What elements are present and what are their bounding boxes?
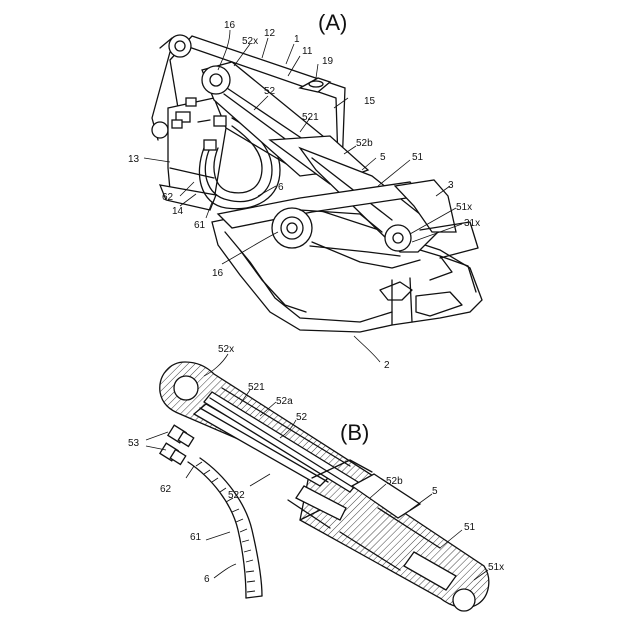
label-b-52a: 52a — [276, 396, 293, 407]
figure-b-label: (B) — [340, 420, 369, 445]
label-b-51: 51 — [464, 522, 476, 533]
label-a-14: 14 — [172, 206, 184, 217]
label-a-51x: 51x — [456, 202, 472, 213]
figure-a-label: (A) — [318, 10, 347, 35]
label-b-53: 53 — [128, 438, 140, 449]
label-b-52: 52 — [296, 412, 308, 423]
label-b-62: 62 — [160, 484, 172, 495]
label-a-52x: 52x — [242, 36, 258, 47]
figure-a: (A) — [128, 10, 482, 371]
label-b-51x: 51x — [488, 562, 504, 573]
label-a-52b: 52b — [356, 138, 373, 149]
label-a-2: 2 — [384, 360, 390, 371]
label-a-11: 11 — [302, 46, 313, 57]
label-a-521: 521 — [302, 112, 319, 123]
label-b-52x: 52x — [218, 344, 234, 355]
label-b-5: 5 — [432, 486, 438, 497]
label-a-15: 15 — [364, 96, 376, 107]
figure-b: (B) — [128, 344, 504, 611]
label-a-13: 13 — [128, 154, 140, 165]
label-a-52: 52 — [264, 86, 276, 97]
label-b-6: 6 — [204, 574, 210, 585]
label-a-62: 62 — [162, 192, 174, 203]
label-a-61: 61 — [194, 220, 206, 231]
label-a-12: 12 — [264, 28, 276, 39]
hose-6-b — [188, 458, 262, 598]
label-a-51: 51 — [412, 152, 424, 163]
label-a-31x: 31x — [464, 218, 480, 229]
label-a-3: 3 — [448, 180, 454, 191]
label-b-61: 61 — [190, 532, 202, 543]
label-a-16-top: 16 — [224, 20, 236, 31]
label-b-521: 521 — [248, 382, 265, 393]
label-a-16-bottom: 16 — [212, 268, 224, 279]
label-a-19: 19 — [322, 56, 334, 67]
label-a-5: 5 — [380, 152, 386, 163]
label-a-6: 6 — [278, 182, 284, 193]
fitting-53-62 — [160, 425, 194, 464]
label-b-52b: 52b — [386, 476, 403, 487]
label-a-1: 1 — [294, 34, 300, 45]
label-b-522: 522 — [228, 490, 245, 501]
